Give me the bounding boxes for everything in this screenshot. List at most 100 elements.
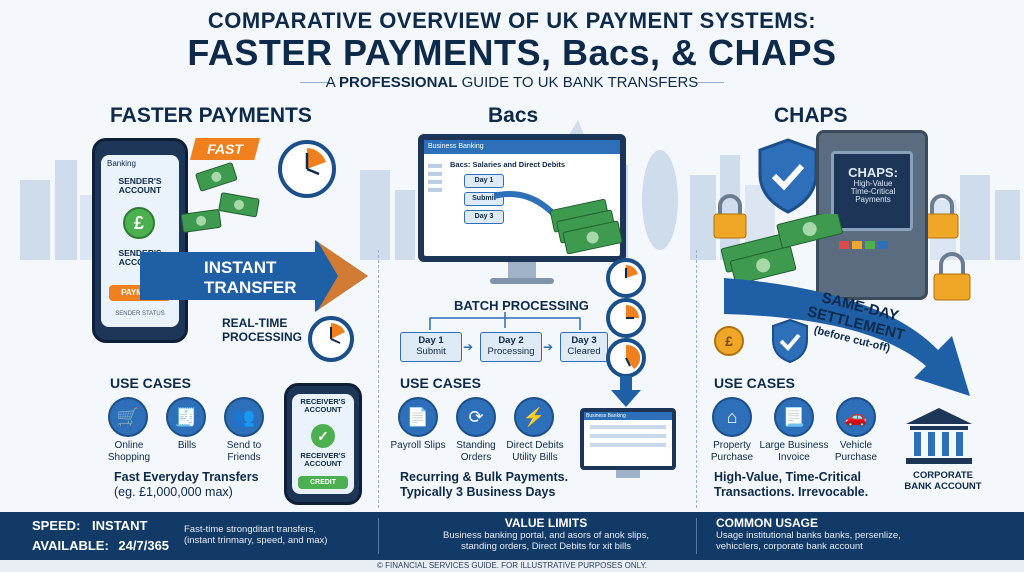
bacs-summary-line1: Recurring & Bulk Payments. (400, 470, 569, 484)
bottom-note: © FINANCIAL SERVICES GUIDE. FOR ILLUSTRA… (0, 560, 1024, 572)
batch-day1: Day 1 Submit (400, 332, 462, 362)
instant-transfer-arrow (140, 240, 368, 312)
available-value: 24/7/365 (118, 538, 170, 553)
batch-day2: Day 2 Processing (480, 332, 542, 362)
fast-tag: FAST (190, 138, 260, 160)
flying-money-icon (180, 162, 260, 233)
bill-icon: 🧾 (166, 397, 206, 437)
clock-icon-small (308, 316, 354, 362)
receiver-phone-screen: RECEIVER'S ACCOUNT ✓ RECEIVER'S ACCOUNT … (292, 394, 354, 494)
corporate-bank-line2: BANK ACCOUNT (904, 481, 982, 493)
bacs-monitor-header: Business Banking (424, 140, 620, 154)
batch-flow-arrows (429, 312, 581, 330)
use-case-label: Property Purchase (710, 440, 754, 463)
realtime-label: REAL-TIME (222, 316, 288, 330)
padlock-icon (713, 194, 747, 239)
arrow-right-icon: ➔ (463, 340, 474, 354)
bacs-monitor-day3: Day 3 (464, 210, 504, 224)
small-monitor-stand (616, 470, 640, 478)
utility-icon: ⚡ (514, 397, 554, 437)
footer-col2: VALUE LIMITS Business banking portal, an… (396, 516, 696, 553)
use-case-label: Bills (177, 440, 197, 451)
batch-day1-day: Day 1 (418, 335, 444, 346)
money-stack-icon (720, 214, 843, 285)
chaps-summary: High-Value, Time-Critical Transactions. … (714, 470, 868, 500)
chaps-screen-text: CHAPS: High-Value Time-Critical Payments (838, 166, 908, 205)
use-case-bills: 🧾 (166, 397, 210, 437)
padlock-icon (925, 194, 959, 239)
chaps-screen-line2: High-Value (853, 178, 893, 188)
small-monitor: Business Banking (580, 408, 676, 470)
house-icon: ⌂ (712, 397, 752, 437)
faster-summary: Fast Everyday Transfers (eg. £1,000,000 … (114, 470, 259, 500)
pound-coin-icon: £ (123, 207, 155, 239)
bacs-summary-line2: Typically 3 Business Days (400, 485, 556, 499)
repeat-icon: ⟳ (456, 397, 496, 437)
use-case-property: ⌂ (712, 397, 752, 437)
chaps-summary-line2: Transactions. Irrevocable. (714, 485, 869, 499)
batch-day2-label: Processing (487, 346, 535, 358)
arrow-right-icon: ➔ (543, 340, 554, 354)
same-day-arrow (724, 278, 970, 396)
phone-footer: SENDER STATUS (115, 311, 165, 317)
clock-icon-bacs-1 (606, 258, 646, 298)
speed-value: INSTANT (92, 518, 148, 533)
monitor-stand (508, 262, 536, 280)
chaps-terminal-screen: CHAPS: High-Value Time-Critical Payments (831, 151, 913, 231)
monitor-base (490, 278, 554, 284)
receiver-account-label: RECEIVER'S ACCOUNT (300, 397, 346, 415)
divider-left (378, 250, 379, 508)
footer-col3-heading: COMMON USAGE (716, 516, 818, 530)
faster-summary-line2: (eg. £1,000,000 max) (114, 485, 233, 499)
bacs-title: Bacs (488, 104, 539, 127)
footer-col2-line2: standing orders, Direct Debits for xit b… (460, 541, 631, 553)
bank-building-icon (906, 408, 972, 464)
chaps-use-cases-heading: USE CASES (714, 375, 795, 391)
shopping-cart-icon: 🛒 (108, 397, 148, 437)
footer-divider-1 (378, 518, 379, 554)
use-case-label: Standing Orders (456, 440, 496, 463)
subtitle-bold: PROFESSIONAL (339, 74, 458, 91)
use-case-label: Large Business Invoice (759, 440, 829, 463)
subtitle: A PROFESSIONAL GUIDE TO UK BANK TRANSFER… (0, 74, 1024, 91)
chaps-screen-line3: Time-Critical (850, 187, 896, 197)
chaps-title: CHAPS (774, 104, 848, 127)
subtitle-post: GUIDE TO UK BANK TRANSFERS (457, 74, 699, 91)
batch-day3: Day 3 Cleared (560, 332, 608, 362)
bacs-monitor-sidebar (428, 160, 442, 246)
divider-right (696, 250, 697, 508)
batch-day1-label: Submit (416, 346, 446, 358)
transfer-label: TRANSFER (204, 278, 297, 297)
processing-label: PROCESSING (222, 330, 303, 344)
use-case-standing-orders: ⟳ (456, 397, 496, 437)
phone-header: Banking (107, 159, 136, 168)
use-case-direct-debits: ⚡ (514, 397, 554, 437)
clock-icon-bacs-2 (606, 298, 646, 338)
footer-col2-heading: VALUE LIMITS (504, 516, 588, 530)
instant-transfer-label: INSTANT TRANSFER (204, 258, 297, 298)
chaps-screen-line1: CHAPS: (848, 165, 898, 180)
instant-label: INSTANT (204, 258, 277, 277)
realtime-processing: REAL-TIME PROCESSING (222, 316, 302, 344)
batch-day3-day: Day 3 (571, 335, 597, 346)
sender-account-label: SENDER'S ACCOUNT (118, 176, 162, 196)
use-case-vehicle: 🚗 (836, 397, 876, 437)
receiver-account-label-2: RECEIVER'S ACCOUNT (300, 451, 346, 469)
footer-col1-text: Fast-time strongditart transfers, (insta… (184, 524, 327, 547)
credit-button[interactable]: CREDIT (298, 476, 348, 489)
faster-payments-title: FASTER PAYMENTS (110, 104, 312, 127)
footer-col3-line1: Usage institutional banks banks, persenl… (716, 530, 901, 541)
receiver-phone: RECEIVER'S ACCOUNT ✓ RECEIVER'S ACCOUNT … (284, 383, 362, 505)
available-row: AVAILABLE: 24/7/365 (32, 538, 169, 553)
batch-day3-label: Cleared (567, 346, 601, 358)
footer-col3-line2: vehicclers, corporate bank account (716, 541, 863, 553)
shield-check-icon (772, 318, 808, 364)
use-case-payroll: 📄 (398, 397, 438, 437)
speed-row: SPEED: INSTANT (32, 518, 147, 533)
bacs-use-cases-heading: USE CASES (400, 375, 481, 391)
use-case-label: Direct Debits Utility Bills (506, 440, 564, 463)
footer-col1-line1: Fast-time strongditart transfers, (184, 524, 316, 535)
padlock-icon (933, 252, 971, 301)
batch-processing-heading: BATCH PROCESSING (454, 298, 589, 313)
speed-label: SPEED: (32, 518, 81, 533)
